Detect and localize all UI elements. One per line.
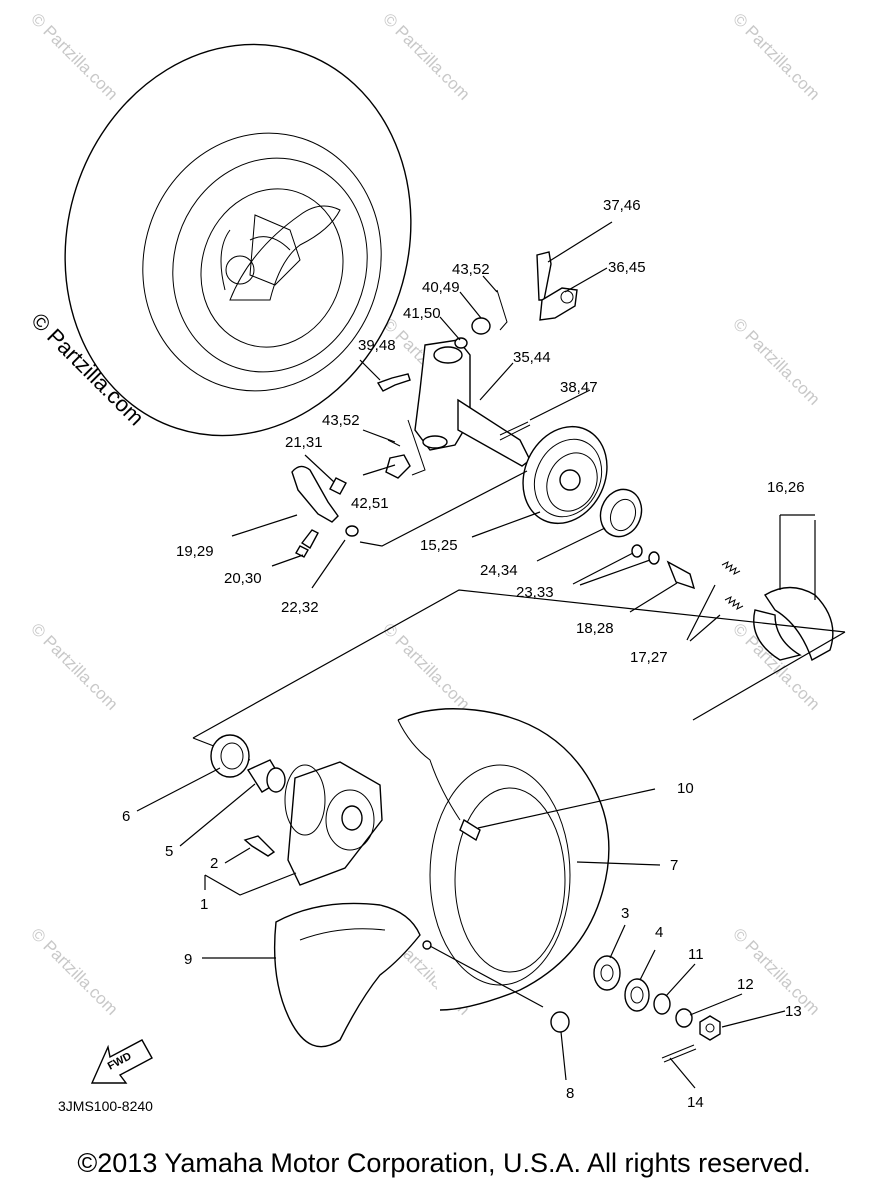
brake-plate-assembly	[522, 425, 834, 662]
callout-18-28: 18,28	[576, 620, 614, 637]
callout-39-48: 39,48	[358, 337, 396, 354]
reference-wheel-illustration	[64, 43, 412, 437]
callout-4: 4	[655, 924, 663, 941]
hub-wheel-assembly	[210, 708, 721, 1063]
callout-23-33: 23,33	[516, 584, 554, 601]
steering-arm-assembly	[291, 465, 359, 558]
watermark: © Partzilla.com	[729, 924, 823, 1018]
callout-42-51: 42,51	[351, 495, 389, 512]
leader-lines	[136, 221, 786, 1089]
callout-10: 10	[677, 780, 694, 797]
watermark: © Partzilla.com	[27, 924, 121, 1018]
callout-1: 1	[200, 896, 208, 913]
watermark: © Partzilla.com	[729, 314, 823, 408]
callout-14: 14	[687, 1094, 704, 1111]
callout-38-47: 38,47	[560, 379, 598, 396]
callout-9: 9	[184, 951, 192, 968]
callout-12: 12	[737, 976, 754, 993]
callout-22-32: 22,32	[281, 599, 319, 616]
callout-16-26: 16,26	[767, 479, 805, 496]
callout-36-45: 36,45	[608, 259, 646, 276]
callout-6: 6	[122, 808, 130, 825]
diagram-code: 3JMS100-8240	[58, 1098, 153, 1114]
watermark: © Partzilla.com	[27, 9, 121, 103]
callout-labels: 37,46 36,45 43,52 40,49 41,50 39,48 35,4…	[122, 197, 805, 1111]
callout-2: 2	[210, 855, 218, 872]
callout-37-46: 37,46	[603, 197, 641, 214]
callout-43-52: 43,52	[452, 261, 490, 278]
callout-5: 5	[165, 843, 173, 860]
callout-19-29: 19,29	[176, 543, 214, 560]
callout-15-25: 15,25	[420, 537, 458, 554]
fwd-arrow-icon: FWD	[90, 1039, 153, 1084]
callout-8: 8	[566, 1085, 574, 1102]
callout-41-50: 41,50	[403, 305, 441, 322]
callout-43-52: 43,52	[322, 412, 360, 429]
watermark: © Partzilla.com	[379, 619, 473, 713]
callout-35-44: 35,44	[513, 349, 551, 366]
callout-17-27: 17,27	[630, 649, 668, 666]
watermark: © Partzilla.com	[729, 9, 823, 103]
callout-24-34: 24,34	[480, 562, 518, 579]
callout-7: 7	[670, 857, 678, 874]
callout-20-30: 20,30	[224, 570, 262, 587]
callout-40-49: 40,49	[422, 279, 460, 296]
copyright-notice: ©2013 Yamaha Motor Corporation, U.S.A. A…	[77, 1148, 811, 1178]
watermark: © Partzilla.com	[27, 619, 121, 713]
callout-21-31: 21,31	[285, 434, 323, 451]
callout-11: 11	[688, 946, 704, 963]
watermark: © Partzilla.com	[379, 9, 473, 103]
callout-3: 3	[621, 905, 629, 922]
callout-13: 13	[785, 1003, 802, 1020]
